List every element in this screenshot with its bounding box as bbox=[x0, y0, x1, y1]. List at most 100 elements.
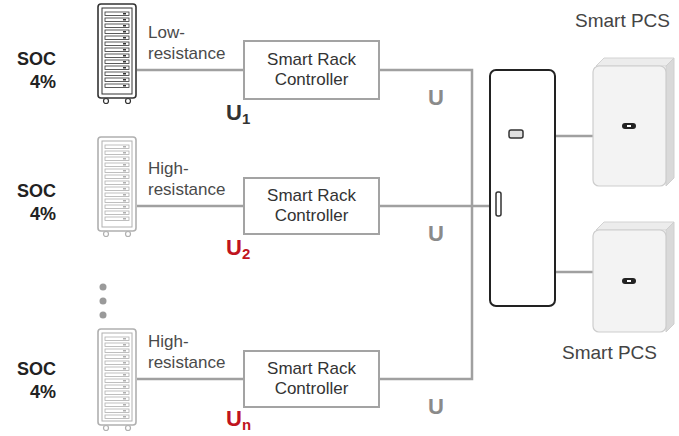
pcs-side bbox=[666, 222, 674, 332]
rack-module bbox=[105, 145, 129, 149]
voltage-subscript: n bbox=[242, 416, 251, 433]
rack-module bbox=[105, 163, 129, 167]
soc-label: SOC 4% bbox=[10, 180, 56, 227]
rack-frame bbox=[98, 4, 136, 98]
rack-module-led bbox=[123, 404, 126, 406]
rack-module-led bbox=[123, 37, 126, 39]
rack-module bbox=[105, 337, 129, 341]
rack-module bbox=[105, 187, 129, 191]
voltage-label: U2 bbox=[226, 236, 250, 260]
rack-module-led bbox=[123, 410, 126, 412]
rack-module bbox=[105, 151, 129, 155]
rack-module-led bbox=[123, 152, 126, 154]
pcs-top bbox=[596, 58, 674, 66]
connector-wire bbox=[137, 205, 243, 208]
rack-module-led bbox=[123, 344, 126, 346]
pcs-side bbox=[666, 58, 674, 186]
resistance-label: High- resistance bbox=[148, 332, 236, 373]
rack-module bbox=[105, 403, 129, 407]
ellipsis-dot bbox=[100, 284, 107, 291]
voltage-symbol: U bbox=[428, 221, 444, 246]
rack-module-led bbox=[123, 362, 126, 364]
rack-module bbox=[105, 36, 129, 40]
bus-voltage-label: U bbox=[428, 395, 444, 419]
rack-foot bbox=[104, 232, 109, 237]
rack-module bbox=[105, 157, 129, 161]
rack-module-led bbox=[123, 85, 126, 87]
voltage-label: Un bbox=[226, 407, 251, 431]
rack-module-led bbox=[123, 67, 126, 69]
battery-rack: SOC 4% bbox=[8, 3, 137, 105]
pcs-logo-light bbox=[627, 125, 631, 127]
rack-module bbox=[105, 24, 129, 28]
rack-module bbox=[105, 54, 129, 58]
voltage-symbol: U bbox=[428, 394, 444, 419]
rack-module-led bbox=[123, 368, 126, 370]
rack-icon bbox=[97, 136, 137, 238]
cabinet-handle bbox=[496, 192, 501, 216]
ellipsis-dot bbox=[100, 312, 107, 319]
rack-frame bbox=[98, 329, 136, 425]
rack-module bbox=[105, 18, 129, 22]
rack-inner-frame bbox=[102, 141, 132, 227]
rack-module-led bbox=[123, 55, 126, 57]
rack-module-led bbox=[123, 61, 126, 63]
voltage-symbol: U bbox=[226, 235, 242, 260]
rack-module-led bbox=[123, 194, 126, 196]
rack-module-led bbox=[123, 356, 126, 358]
rack-module bbox=[105, 12, 129, 16]
rack-module bbox=[105, 397, 129, 401]
unit-label: Smart PCS bbox=[562, 342, 657, 365]
rack-module-led bbox=[123, 212, 126, 214]
rack-module bbox=[105, 169, 129, 173]
rack-module bbox=[105, 361, 129, 365]
dc-bus-wire bbox=[370, 70, 472, 379]
pcs-top bbox=[596, 222, 674, 230]
rack-module-led bbox=[123, 13, 126, 15]
rack-module bbox=[105, 181, 129, 185]
rack-module-led bbox=[123, 386, 126, 388]
box-label: Smart Rack Controller bbox=[251, 186, 372, 227]
rack-module bbox=[105, 211, 129, 215]
rack-module-led bbox=[123, 200, 126, 202]
rack-module-led bbox=[123, 73, 126, 75]
rack-module-led bbox=[123, 416, 126, 418]
rack-module bbox=[105, 367, 129, 371]
voltage-subscript: 2 bbox=[242, 245, 250, 262]
pcs-logo bbox=[622, 278, 636, 284]
rack-module bbox=[105, 66, 129, 70]
rack-module-led bbox=[123, 374, 126, 376]
voltage-symbol: U bbox=[226, 406, 242, 431]
pcs-front bbox=[593, 230, 666, 332]
rack-module bbox=[105, 385, 129, 389]
rack-controller-box: Smart Rack Controller bbox=[243, 40, 380, 100]
rack-module-led bbox=[123, 218, 126, 220]
rack-foot bbox=[104, 426, 109, 431]
voltage-subscript: 1 bbox=[242, 110, 250, 127]
rack-module-led bbox=[123, 19, 126, 21]
rack-module bbox=[105, 415, 129, 419]
rack-module-led bbox=[123, 25, 126, 27]
rack-module bbox=[105, 30, 129, 34]
rack-module-led bbox=[123, 380, 126, 382]
rack-controller-box: Smart Rack Controller bbox=[243, 177, 380, 235]
box-label: Smart Rack Controller bbox=[251, 50, 372, 91]
voltage-label: U1 bbox=[226, 101, 250, 125]
rack-module bbox=[105, 84, 129, 88]
pcs-unit: Smart PCS bbox=[592, 222, 676, 334]
rack-module bbox=[105, 175, 129, 179]
rack-module bbox=[105, 373, 129, 377]
battery-rack: SOC 4% bbox=[8, 328, 137, 432]
rack-foot bbox=[104, 99, 109, 104]
rack-module bbox=[105, 355, 129, 359]
rack-inner-frame bbox=[102, 333, 132, 421]
rack-module bbox=[105, 379, 129, 383]
rack-module-led bbox=[123, 158, 126, 160]
resistance-label: High- resistance bbox=[148, 159, 236, 200]
pcs-logo-light bbox=[627, 280, 631, 282]
rack-module-led bbox=[123, 43, 126, 45]
rack-module-led bbox=[123, 176, 126, 178]
rack-module bbox=[105, 343, 129, 347]
rack-module-led bbox=[123, 49, 126, 51]
